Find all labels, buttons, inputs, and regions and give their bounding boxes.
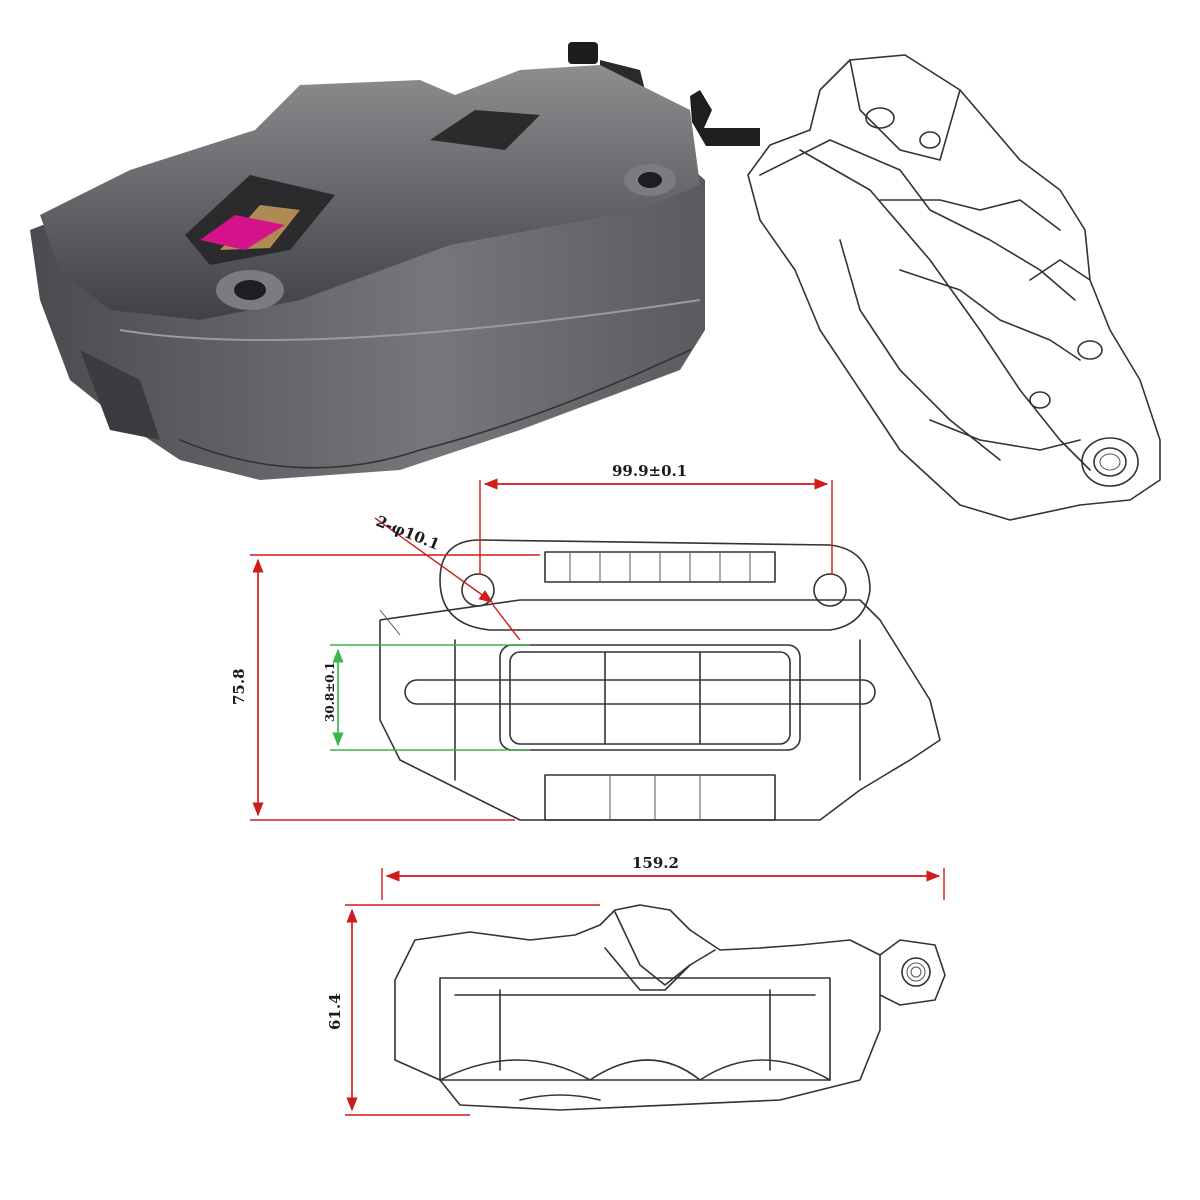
dim-body-height-label: 75.8 [230, 668, 248, 705]
mount-hole-right-drawing [813, 573, 847, 607]
mount-hole-right [638, 172, 662, 188]
dim-body-height: 75.8 [230, 554, 540, 821]
dim-overall-depth: 61.4 [326, 904, 600, 1116]
caliper-iso-sketch [747, 54, 1161, 521]
dim-mount-spacing-label: 99.9±0.1 [612, 462, 687, 480]
caliper-front-view [379, 539, 941, 821]
threaded-port [901, 957, 931, 987]
mount-hole-left-drawing [461, 573, 495, 607]
caliper-side-view [394, 904, 946, 1111]
dim-overall-depth-label: 61.4 [326, 993, 344, 1030]
dim-overall-length-label: 159.2 [632, 854, 679, 872]
caliper-photo [30, 42, 760, 480]
brake-pad-outline [499, 644, 801, 751]
mount-hole-left [234, 280, 266, 300]
dim-pad-height: 30.8±0.1 [323, 644, 530, 751]
dim-mount-spacing: 99.9±0.1 [479, 462, 833, 575]
pad-accent [200, 215, 285, 250]
dim-mount-holes-label: 2-φ10.1 [374, 512, 443, 554]
dim-mount-holes: 2-φ10.1 [374, 512, 521, 641]
dim-overall-length: 159.2 [381, 854, 945, 900]
dim-pad-height-label: 30.8±0.1 [323, 662, 337, 722]
